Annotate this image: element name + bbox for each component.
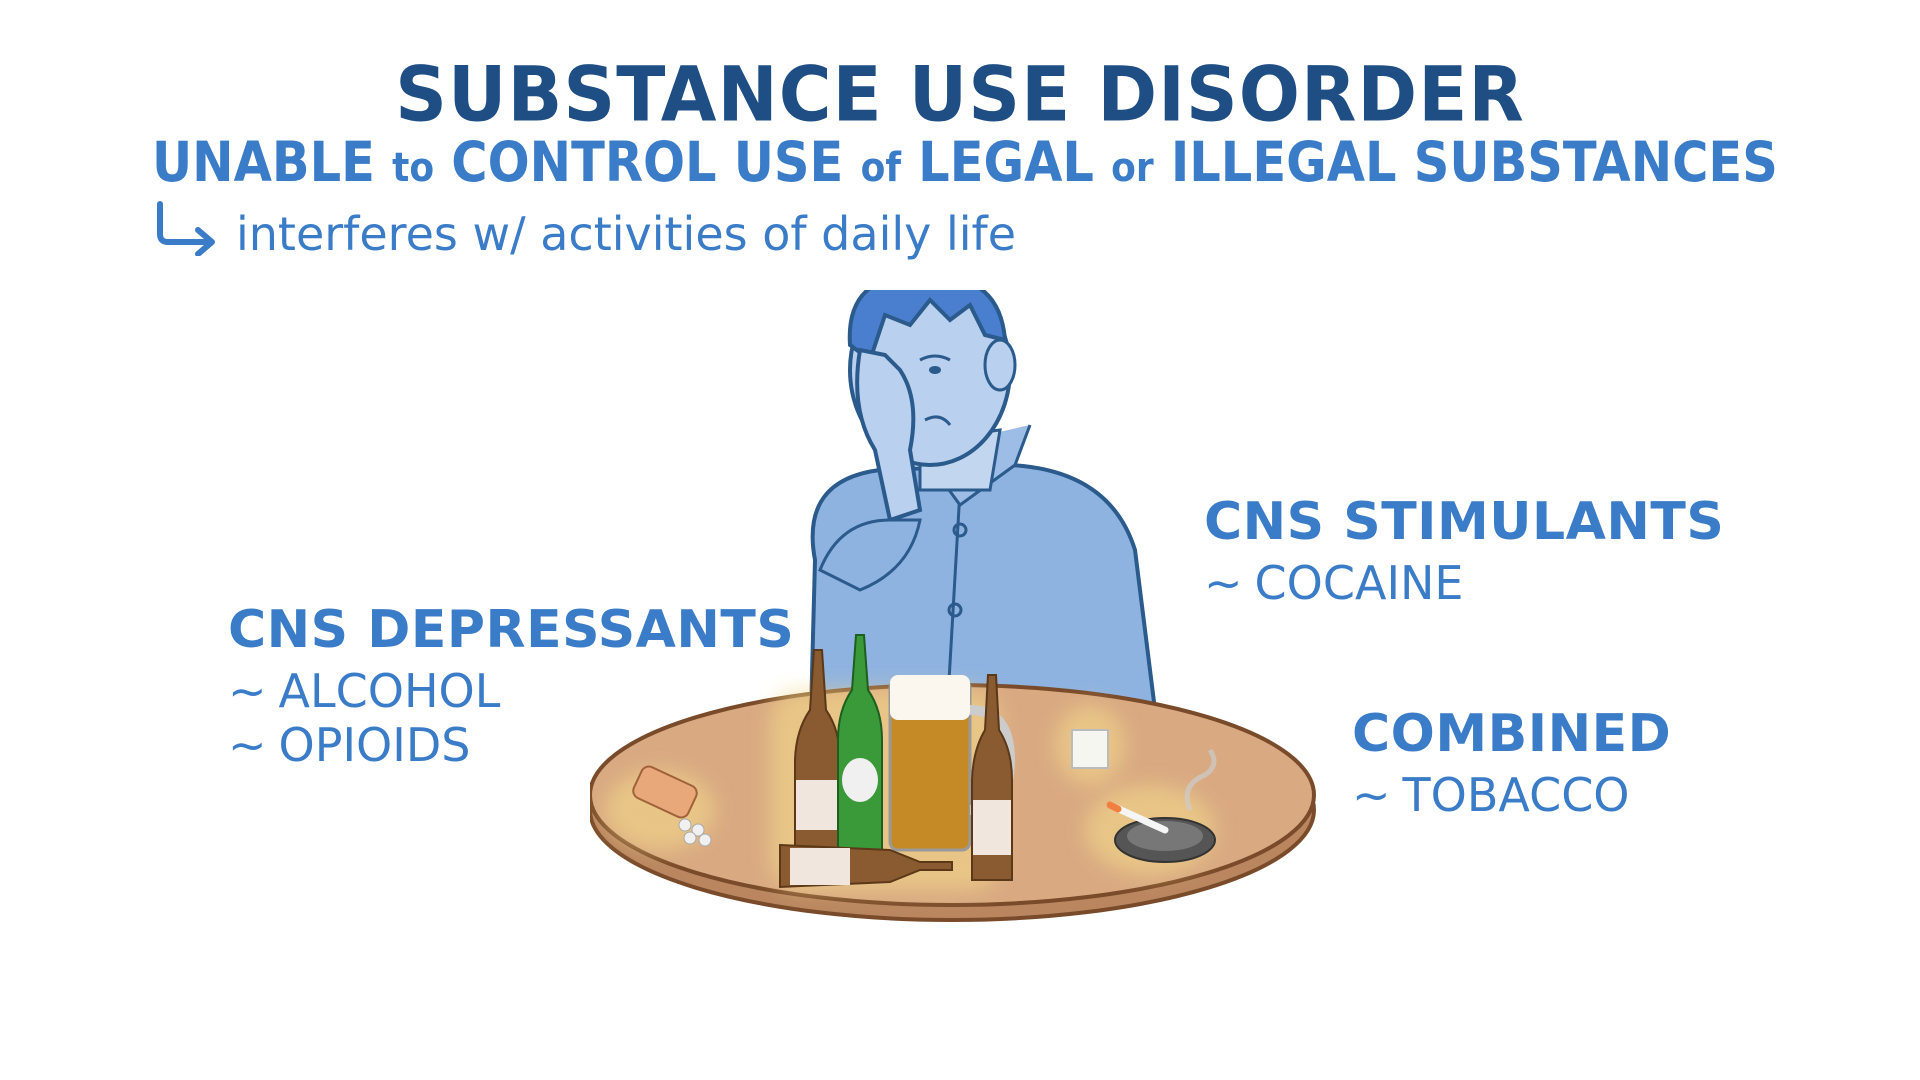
beer-bottle-icon: [794, 649, 841, 851]
category-cns-depressants: CNS DEPRESSANTS ~ALCOHOL ~OPIOIDS: [228, 600, 794, 772]
item-label: ALCOHOL: [278, 664, 501, 718]
definition-part: of: [860, 145, 901, 191]
definition-text: UNABLE to CONTROL USE of LEGAL or ILLEGA…: [152, 130, 1778, 194]
illustration: [588, 272, 1350, 950]
pill-bottle-icon: [632, 765, 712, 847]
definition-part: LEGAL: [900, 130, 1112, 194]
definition-note: interferes w/ activities of daily life: [152, 200, 1016, 267]
category-item: ~OPIOIDS: [228, 718, 794, 772]
bullet: ~: [1204, 556, 1243, 610]
item-label: OPIOIDS: [278, 718, 471, 772]
bullet: ~: [228, 718, 267, 772]
category-item: ~COCAINE: [1204, 556, 1724, 610]
category-item: ~TOBACCO: [1352, 768, 1671, 822]
green-bottle-icon: [837, 634, 883, 851]
definition-part: ILLEGAL SUBSTANCES: [1153, 130, 1778, 194]
beer-bottle-icon: [971, 674, 1013, 881]
note-text: interferes w/ activities of daily life: [236, 206, 1017, 261]
category-heading: CNS DEPRESSANTS: [228, 600, 795, 660]
item-label: TOBACCO: [1402, 768, 1630, 822]
bullet: ~: [1352, 768, 1391, 822]
curved-arrow-right-icon: [152, 200, 222, 267]
fallen-bottle-icon: [779, 843, 953, 889]
powder-bag-icon: [1071, 729, 1109, 769]
item-label: COCAINE: [1254, 556, 1464, 610]
definition-part: UNABLE: [152, 130, 393, 194]
category-item: ~ALCOHOL: [228, 664, 794, 718]
bullet: ~: [228, 664, 267, 718]
definition-part: or: [1111, 145, 1154, 191]
category-heading: COMBINED: [1352, 704, 1672, 764]
category-combined: COMBINED ~TOBACCO: [1352, 704, 1671, 822]
ashtray-icon: [1106, 748, 1217, 863]
definition-part: to: [392, 145, 435, 191]
page-title: SUBSTANCE USE DISORDER: [395, 49, 1525, 139]
definition-part: CONTROL USE: [434, 130, 861, 194]
category-heading: CNS STIMULANTS: [1204, 492, 1725, 552]
category-cns-stimulants: CNS STIMULANTS ~COCAINE: [1204, 492, 1724, 610]
